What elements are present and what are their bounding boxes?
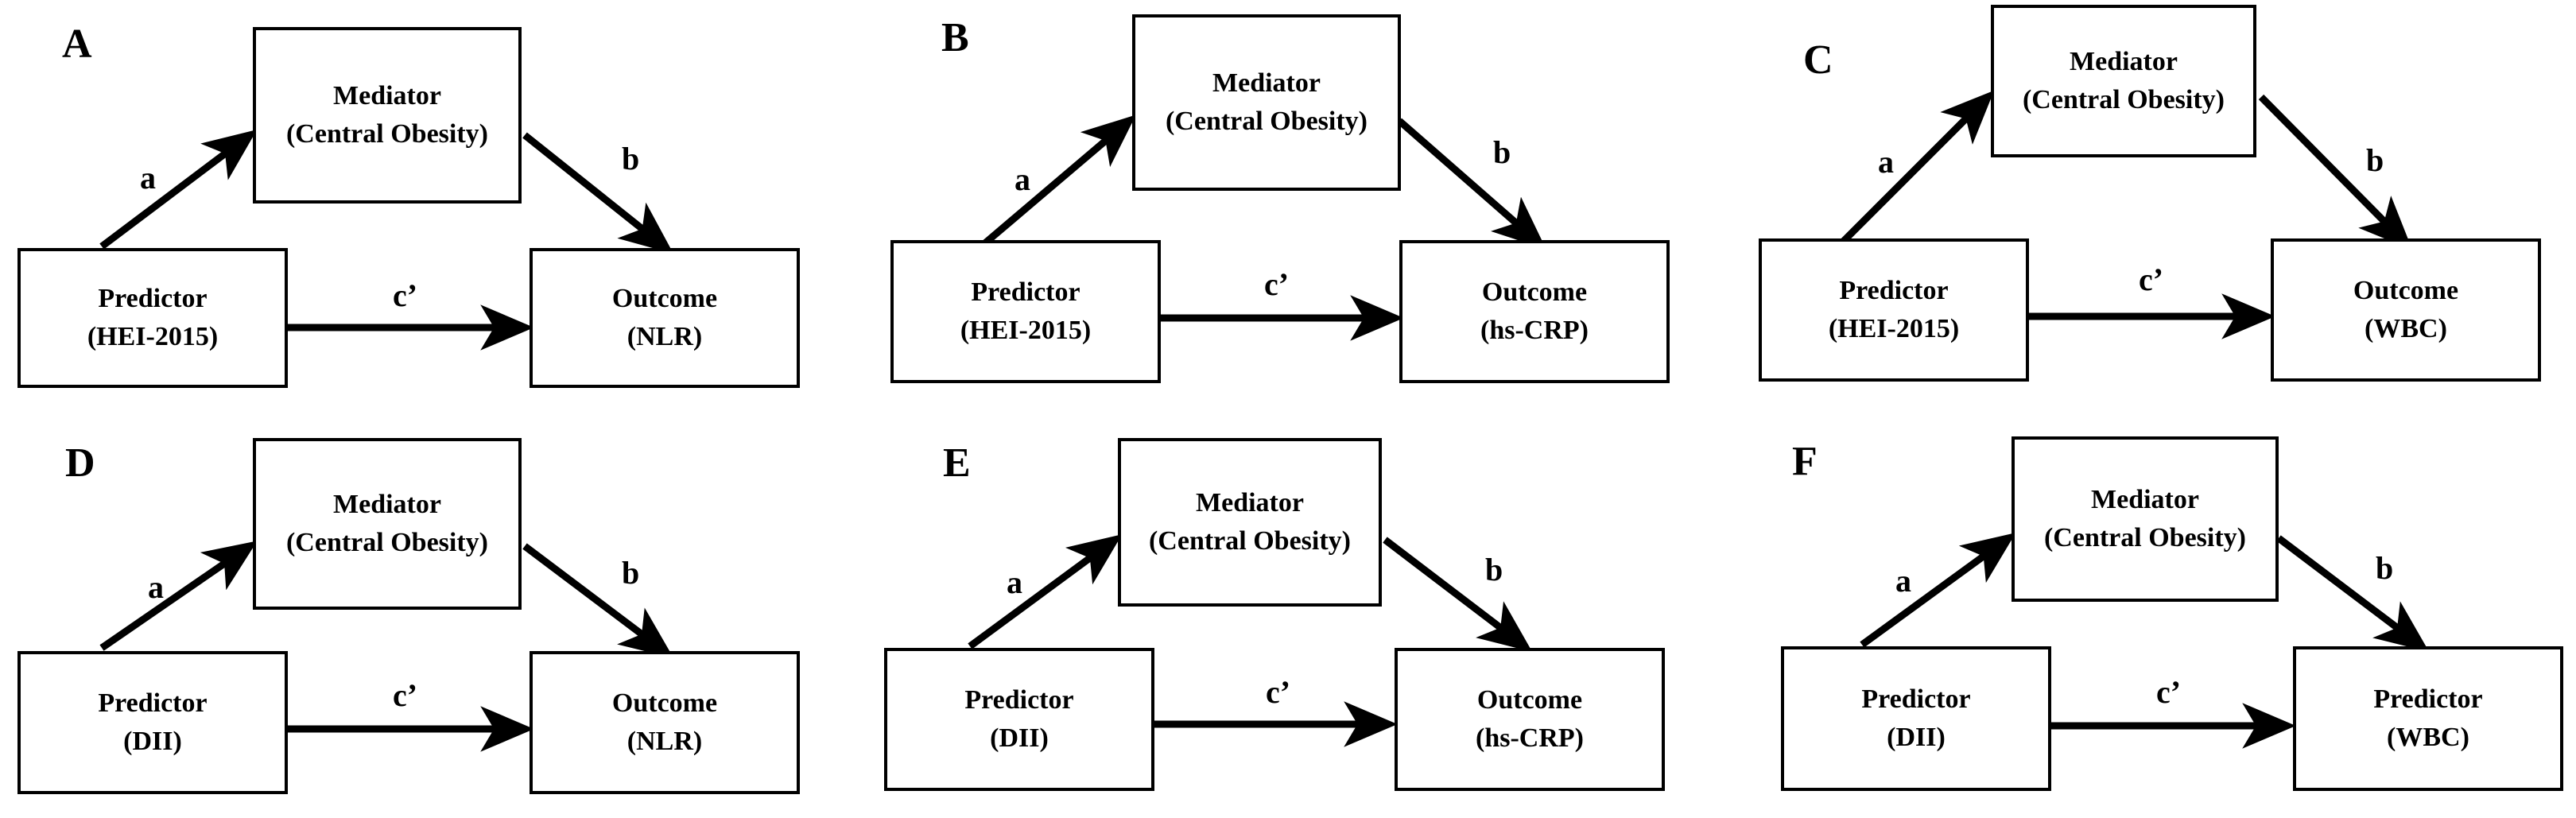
path-b-arrow	[2258, 94, 2413, 250]
mediator-title: Mediator	[2091, 484, 2199, 514]
predictor-title: Predictor	[971, 277, 1080, 307]
path-b-label: b	[1493, 134, 1511, 170]
path-a-label: a	[1878, 144, 1894, 180]
panel-f: F Mediator (Central Obesity) Predictor (…	[1759, 409, 2576, 818]
mediator-title: Mediator	[2070, 46, 2178, 76]
path-a-arrow	[99, 541, 258, 651]
outcome-box: Outcome (hs-CRP)	[1395, 648, 1665, 791]
path-c-prime-label: c’	[2139, 262, 2164, 297]
predictor-subtitle: (DII)	[990, 723, 1049, 753]
predictor-title: Predictor	[1839, 275, 1949, 305]
predictor-title: Predictor	[98, 688, 208, 718]
outcome-subtitle: (NLR)	[627, 322, 703, 351]
mediator-subtitle: (Central Obesity)	[2043, 523, 2246, 552]
path-a-arrow	[1860, 533, 2016, 648]
outcome-box: Outcome (hs-CRP)	[1399, 240, 1670, 383]
mediator-box: Mediator (Central Obesity)	[253, 438, 522, 610]
outcome-title: Outcome	[1476, 684, 1583, 715]
predictor-subtitle: (DII)	[123, 727, 182, 756]
panel-letter-a: A	[62, 21, 92, 67]
outcome-title: Outcome	[611, 283, 718, 313]
predictor-subtitle: (HEI-2015)	[960, 316, 1092, 345]
path-b-arrow	[522, 543, 674, 659]
mediator-title: Mediator	[333, 489, 441, 519]
mediator-subtitle: (Central Obesity)	[2022, 85, 2225, 114]
mediator-title: Mediator	[1196, 487, 1304, 518]
predictor-subtitle: (HEI-2015)	[1828, 314, 1960, 343]
outcome-subtitle: (NLR)	[627, 727, 703, 756]
path-b-arrow	[2276, 535, 2430, 653]
predictor-box: Predictor (HEI-2015)	[1759, 238, 2029, 382]
mediator-box: Mediator (Central Obesity)	[1118, 438, 1382, 607]
panel-e: E Mediator (Central Obesity) Predictor (…	[879, 409, 1738, 818]
path-b-label: b	[2366, 142, 2384, 178]
outcome-subtitle: (WBC)	[2387, 723, 2469, 752]
path-c-prime-label: c’	[393, 277, 418, 313]
predictor-box: Predictor (DII)	[884, 648, 1154, 791]
path-b-arrow	[1397, 118, 1546, 250]
path-a-arrow	[968, 534, 1123, 649]
mediator-box: Mediator (Central Obesity)	[1132, 14, 1401, 191]
mediator-box: Mediator (Central Obesity)	[253, 27, 522, 204]
panel-letter-b: B	[941, 15, 969, 60]
panel-letter-d: D	[65, 440, 95, 486]
panel-c: C Mediator (Central Obesity) Predictor (…	[1759, 0, 2576, 409]
path-a-label: a	[1014, 161, 1030, 197]
path-b-arrow	[1383, 537, 1533, 653]
path-c-prime-label: c’	[1266, 674, 1291, 710]
path-a-arrow	[979, 114, 1136, 250]
path-a-arrow	[1838, 90, 1995, 246]
outcome-title: Outcome	[1481, 277, 1588, 307]
path-b-label: b	[2376, 550, 2394, 586]
outcome-title: Outcome	[2353, 275, 2459, 305]
predictor-subtitle: (HEI-2015)	[87, 322, 219, 351]
outcome-box: Outcome (WBC)	[2271, 238, 2541, 382]
path-a-label: a	[140, 160, 156, 196]
outcome-box: Outcome (NLR)	[530, 248, 800, 388]
predictor-subtitle: (DII)	[1887, 723, 1946, 752]
path-c-prime-label: c’	[393, 677, 418, 713]
outcome-box: Predictor (WBC)	[2293, 646, 2563, 791]
outcome-subtitle: (hs-CRP)	[1476, 723, 1584, 753]
panel-b: B Mediator (Central Obesity) Predictor (…	[879, 0, 1738, 409]
path-c-prime-label: c’	[1264, 266, 1290, 302]
predictor-box: Predictor (HEI-2015)	[17, 248, 288, 388]
panel-a: A Mediator (Central Obesity) Predictor (…	[0, 0, 859, 409]
path-b-label: b	[622, 555, 640, 591]
panel-letter-c: C	[1803, 37, 1833, 83]
path-a-label: a	[1007, 564, 1022, 600]
predictor-box: Predictor (HEI-2015)	[890, 240, 1161, 383]
outcome-box: Outcome (NLR)	[530, 651, 800, 794]
path-a-label: a	[1895, 563, 1911, 599]
predictor-box: Predictor (DII)	[1781, 646, 2051, 791]
mediator-box: Mediator (Central Obesity)	[1991, 5, 2256, 157]
mediator-subtitle: (Central Obesity)	[285, 528, 488, 557]
mediator-subtitle: (Central Obesity)	[1165, 107, 1368, 136]
predictor-title: Predictor	[1861, 684, 1971, 714]
path-c-prime-label: c’	[2156, 674, 2182, 710]
path-b-label: b	[622, 141, 640, 176]
path-b-arrow	[522, 132, 674, 254]
panel-letter-f: F	[1792, 439, 1818, 484]
mediator-box: Mediator (Central Obesity)	[2012, 436, 2279, 602]
path-a-label: a	[148, 569, 164, 605]
outcome-title: Predictor	[2373, 684, 2483, 714]
predictor-title: Predictor	[98, 283, 208, 313]
outcome-subtitle: (WBC)	[2365, 314, 2447, 343]
path-b-label: b	[1485, 552, 1503, 587]
mediator-subtitle: (Central Obesity)	[1148, 526, 1351, 556]
predictor-box: Predictor (DII)	[17, 651, 288, 794]
mediator-title: Mediator	[333, 80, 441, 110]
path-a-arrow	[99, 129, 258, 250]
outcome-title: Outcome	[611, 688, 718, 718]
predictor-title: Predictor	[964, 684, 1074, 715]
mediator-subtitle: (Central Obesity)	[285, 119, 488, 149]
panel-letter-e: E	[943, 440, 971, 486]
mediator-title: Mediator	[1212, 68, 1321, 98]
panel-d: D Mediator (Central Obesity) Predictor (…	[0, 409, 859, 818]
outcome-subtitle: (hs-CRP)	[1480, 316, 1589, 345]
